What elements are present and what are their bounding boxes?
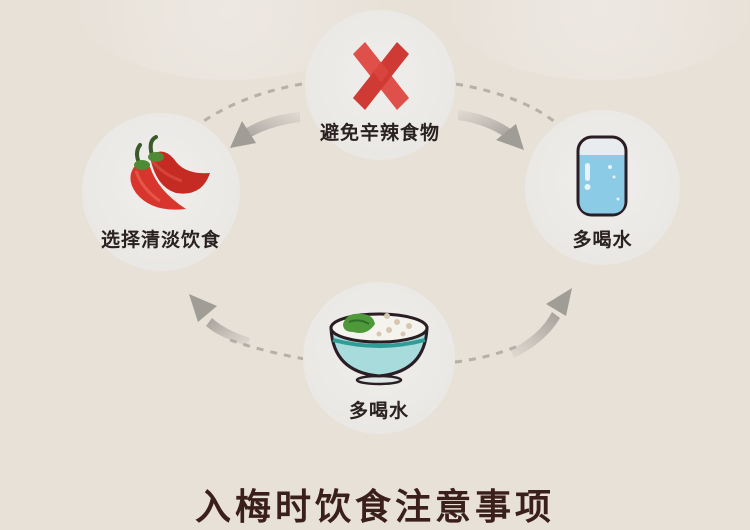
dashed-connector xyxy=(454,343,521,364)
node-label: 多喝水 xyxy=(348,400,409,422)
dashed-connector xyxy=(455,82,556,124)
node-label: 选择清淡饮食 xyxy=(100,229,221,251)
section-title: 入梅时饮食注意事项 xyxy=(194,487,555,528)
node-drink-water: 多喝水 xyxy=(525,110,680,265)
porridge-bowl-icon xyxy=(329,312,429,386)
node-label: 避免辛辣食物 xyxy=(319,122,440,144)
chili-pepper-icon xyxy=(130,135,210,210)
arrow-bottom-to-right xyxy=(510,288,572,358)
dashed-connector xyxy=(229,338,311,362)
arrow-top-to-right xyxy=(458,110,524,150)
node-light-diet: 选择清淡饮食 xyxy=(82,113,240,271)
dashed-connector xyxy=(197,82,303,127)
arrow-bottom-to-left xyxy=(189,294,250,346)
water-glass-icon xyxy=(576,135,628,217)
node-label: 多喝水 xyxy=(572,229,633,251)
cycle-arrows xyxy=(189,82,572,364)
node-avoid-spicy: 避免辛辣食物 xyxy=(305,10,455,160)
red-x-icon xyxy=(353,42,409,110)
node-porridge: 多喝水 xyxy=(303,282,455,434)
arrow-top-to-left xyxy=(230,112,300,148)
